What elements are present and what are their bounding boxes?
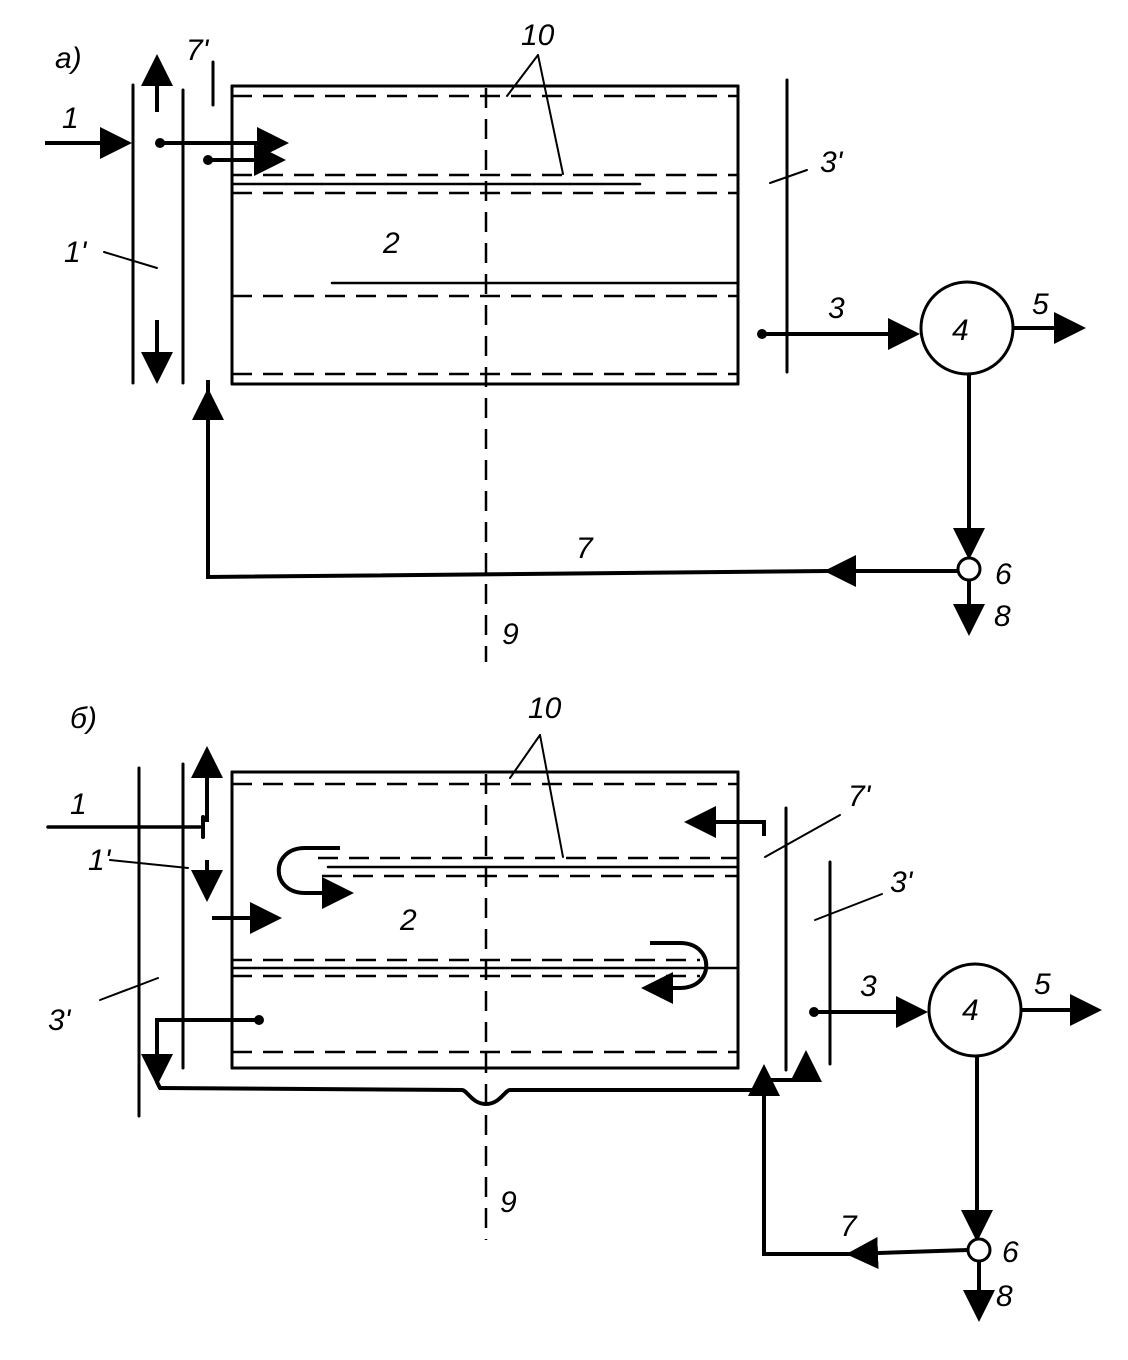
label-3prime-collector: 3' xyxy=(890,866,914,899)
leader-3prime xyxy=(814,893,883,921)
label-2-tank: 2 xyxy=(382,227,400,260)
uturn-left-arrow xyxy=(276,846,354,909)
label-6-splitter: 6 xyxy=(995,558,1012,591)
label-3prime-collector: 3' xyxy=(820,146,844,179)
uturn-right-arrow xyxy=(641,941,709,1004)
leader-7prime xyxy=(764,814,841,858)
leader-10-a xyxy=(506,54,539,97)
panel-label: б) xyxy=(70,702,97,735)
label-7prime: 7' xyxy=(186,34,210,67)
label-7prime: 7' xyxy=(848,780,872,813)
leader-1prime xyxy=(109,859,189,869)
label-6-splitter: 6 xyxy=(1002,1236,1019,1269)
label-2-tank: 2 xyxy=(399,904,417,937)
recycle-right-branch xyxy=(764,1050,822,1082)
label-9-axis: 9 xyxy=(502,618,519,651)
label-1-feed: 1 xyxy=(70,788,87,821)
label-1-feed: 1 xyxy=(62,102,79,135)
label-7-recycle: 7 xyxy=(840,1210,858,1243)
splitter-circle xyxy=(966,1237,992,1263)
label-5-effluent: 5 xyxy=(1034,968,1051,1001)
label-3prime-left: 3' xyxy=(48,1004,72,1037)
return-top-arrow xyxy=(684,806,766,838)
pipe-junction-left xyxy=(155,1080,162,1090)
bottom-return-pipe xyxy=(159,1086,754,1107)
label-3-outflow: 3 xyxy=(860,970,877,1003)
panel-label: a) xyxy=(55,42,82,75)
panel-b: б) 1 1' 3' 10 7' 3' 2 3 4 5 6 7 8 9 xyxy=(46,692,1102,1322)
left-outlet-pipe xyxy=(155,1018,259,1050)
leader-1prime xyxy=(103,251,158,269)
splitter-circle xyxy=(956,556,982,582)
label-10-partitions: 10 xyxy=(521,19,555,52)
recycle-line xyxy=(762,1080,850,1256)
label-9-axis: 9 xyxy=(500,1186,517,1219)
leader-10-b xyxy=(537,54,564,175)
label-10-partitions: 10 xyxy=(528,692,562,725)
label-1prime-distributor: 1' xyxy=(88,844,112,877)
panel-a: a) 1 1' 7' 10 2 3' 3 4 5 6 7 8 9 xyxy=(45,19,1086,662)
label-8-excess: 8 xyxy=(994,600,1011,633)
leader-10-a xyxy=(509,734,541,779)
leader-3prime-left xyxy=(99,977,159,1001)
label-1prime-distributor: 1' xyxy=(64,236,88,269)
recycle-arrow-left xyxy=(846,1237,969,1270)
recycle-line xyxy=(206,380,829,580)
label-7-recycle: 7 xyxy=(576,532,594,565)
panel-b-shapes xyxy=(46,734,1102,1322)
label-8-excess: 8 xyxy=(996,1280,1013,1313)
label-4-separator: 4 xyxy=(962,994,979,1027)
label-4-separator: 4 xyxy=(952,314,969,347)
panel-a-shapes xyxy=(45,54,1086,662)
leader-10-b xyxy=(539,734,564,858)
label-5-effluent: 5 xyxy=(1032,288,1049,321)
leader-3prime xyxy=(769,169,808,184)
label-3-outflow: 3 xyxy=(828,292,845,325)
